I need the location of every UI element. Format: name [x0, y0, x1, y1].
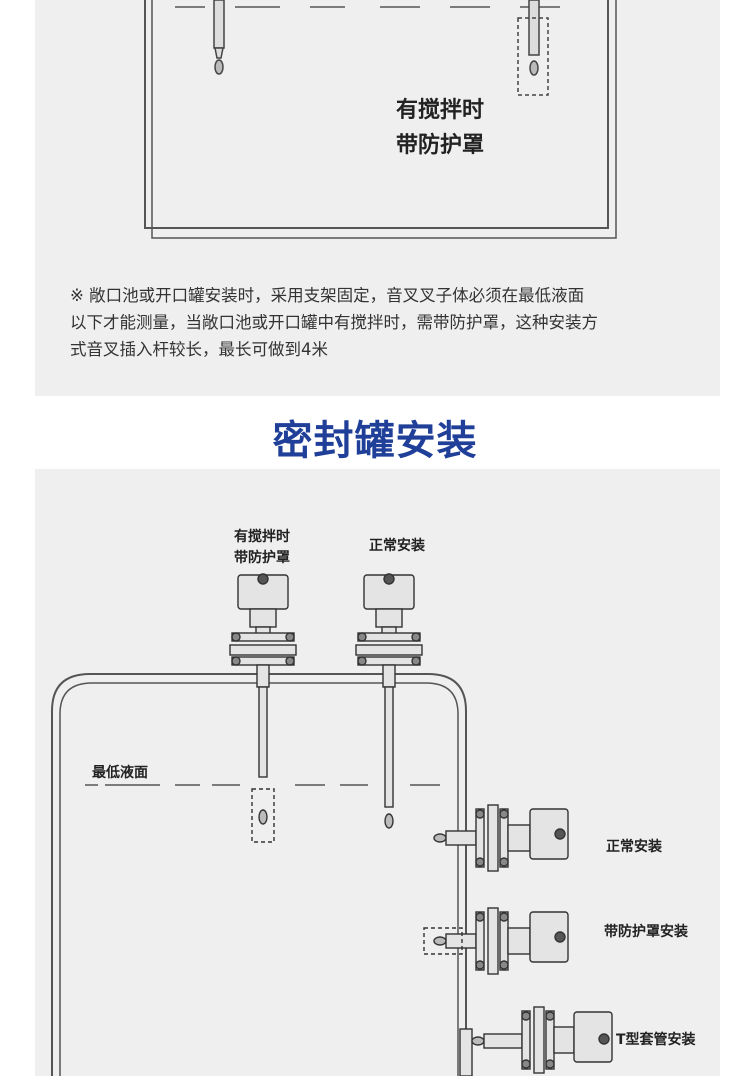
transmitter-side-guard [433, 907, 569, 975]
guard-label-line2: 带防护罩 [396, 133, 484, 158]
min-level-label: 最低液面 [92, 764, 148, 781]
protective-guard [251, 788, 275, 843]
protective-guard [517, 17, 549, 96]
probe-with-guard [528, 0, 540, 76]
note-line: ※ 敞口池或开口罐安装时，采用支架固定，音叉叉子体必须在最低液面 [70, 286, 585, 305]
installation-note: ※ 敞口池或开口罐安装时，采用支架固定，音叉叉子体必须在最低液面 以下才能测量，… [70, 282, 700, 363]
probe-normal [213, 0, 225, 75]
section-title: 密封罐安装 [272, 418, 478, 464]
transmitter-side-tsleeve [459, 1006, 613, 1076]
open-tank-outline [144, 0, 617, 239]
normal-top-label: 正常安装 [369, 537, 426, 554]
transmitter-side-normal [433, 804, 569, 872]
open-tank-diagram: 有搅拌时 带防护罩 [144, 0, 617, 239]
stir-label-line2: 带防护罩 [234, 549, 290, 566]
guard-label-line1: 有搅拌时 [396, 97, 484, 123]
protective-guard [423, 927, 463, 955]
transmitter-top-normal [355, 573, 423, 829]
side-tsleeve-label: T型套管安装 [616, 1031, 697, 1048]
open-tank-panel [35, 0, 720, 396]
side-normal-label: 正常安装 [606, 838, 663, 855]
transmitter-top-guard [229, 573, 297, 825]
note-line: 以下才能测量，当敞口池或开口罐中有搅拌时，需带防护罩，这种安装方 [70, 313, 598, 332]
sealed-tank-panel [35, 469, 720, 1076]
sealed-tank-diagram: 最低液面 有搅拌时 带防护罩 正常安装 [51, 528, 697, 1076]
side-guard-label: 带防护罩安装 [604, 923, 689, 940]
stir-label-line1: 有搅拌时 [234, 528, 290, 545]
note-line: 式音叉插入杆较长，最长可做到4米 [70, 340, 328, 359]
